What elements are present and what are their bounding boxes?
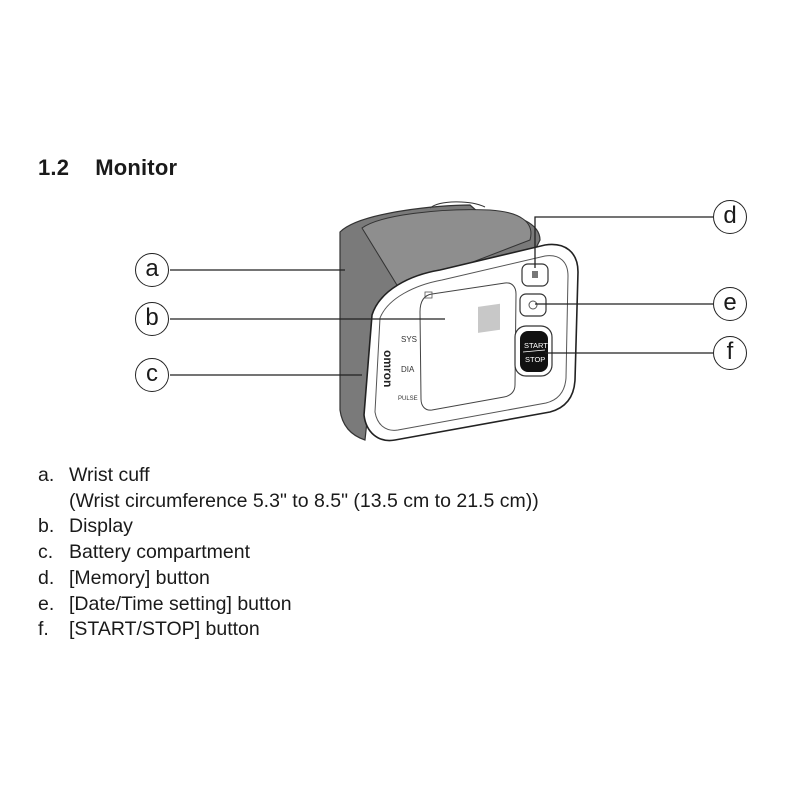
legend-item-a-subtext: (Wrist circumference 5.3" to 8.5" (13.5 …	[69, 489, 539, 512]
brand-logo: omron	[381, 350, 395, 387]
sys-label: SYS	[401, 335, 417, 344]
svg-text:START: START	[524, 341, 548, 350]
parts-legend: a. Wrist cuff (Wrist circumference 5.3" …	[38, 463, 539, 643]
monitor-diagram: SYS DIA PULSE omron START STOP a b c d e…	[0, 190, 800, 460]
callout-a: a	[135, 253, 169, 287]
callout-e: e	[713, 287, 747, 321]
legend-item-c: c. Battery compartment	[38, 541, 250, 564]
legend-item-b: b. Display	[38, 515, 133, 538]
legend-item-e: e. [Date/Time setting] button	[38, 592, 292, 615]
legend-item-d: d. [Memory] button	[38, 566, 210, 589]
legend-item-f: f. [START/STOP] button	[38, 618, 260, 641]
dia-label: DIA	[401, 365, 415, 374]
pulse-label: PULSE	[398, 396, 418, 402]
callout-d: d	[713, 200, 747, 234]
section-title: Monitor	[95, 155, 178, 180]
callout-c: c	[135, 358, 169, 392]
callout-b: b	[135, 302, 169, 336]
section-number: 1.2	[38, 155, 70, 180]
monitor-illustration: SYS DIA PULSE omron START STOP	[170, 201, 713, 442]
legend-item-a: a. Wrist cuff	[38, 464, 150, 486]
date-time-button	[519, 293, 547, 317]
section-heading: 1.2 Monitor	[38, 155, 177, 181]
start-stop-button	[520, 331, 548, 372]
callout-f: f	[713, 336, 747, 370]
svg-text:STOP: STOP	[525, 355, 545, 364]
display	[419, 282, 517, 411]
